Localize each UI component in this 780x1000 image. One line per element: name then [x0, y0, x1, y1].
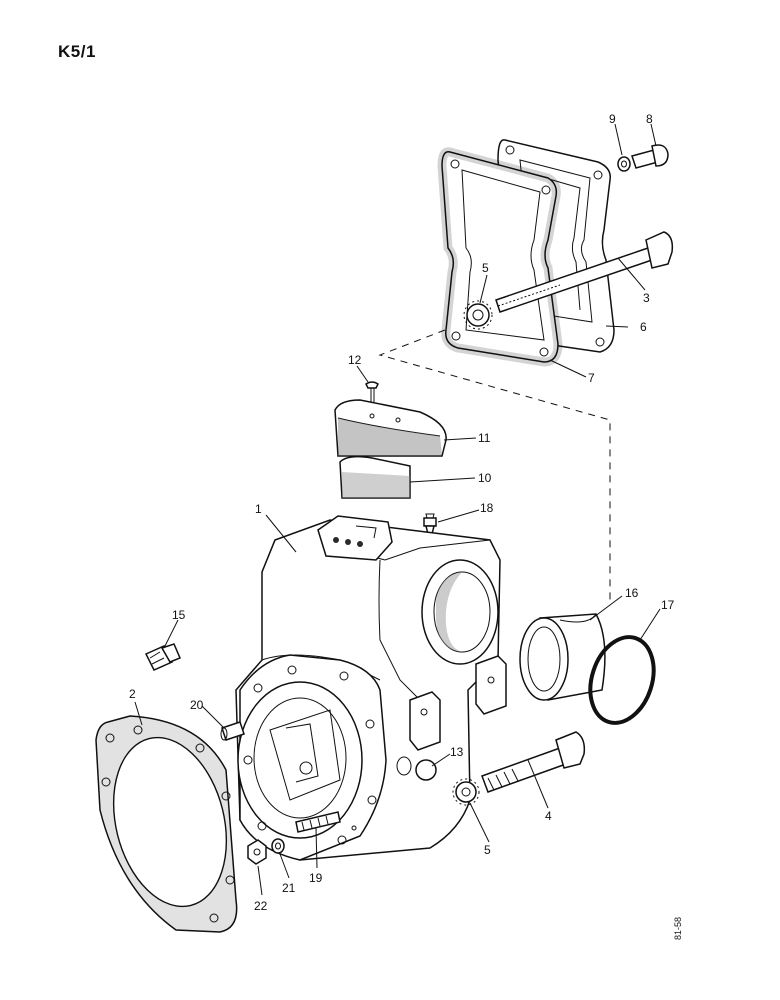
drawing-reference: 81-58 — [673, 916, 683, 940]
callout-2: 2 — [129, 687, 136, 701]
small-screw — [365, 381, 379, 402]
callout-9: 9 — [609, 112, 616, 126]
callout-4: 4 — [545, 809, 552, 823]
callout-5-top: 5 — [482, 261, 489, 275]
callout-3: 3 — [643, 291, 650, 305]
callout-16: 16 — [625, 586, 639, 600]
callout-21: 21 — [282, 881, 296, 895]
callout-6: 6 — [640, 320, 647, 334]
flange-gasket — [95, 715, 238, 933]
cam-block — [334, 399, 447, 457]
callout-11: 11 — [478, 431, 491, 445]
callout-18: 18 — [480, 501, 494, 515]
stud — [295, 811, 341, 833]
dowel-pin — [220, 721, 245, 741]
cam-segment — [339, 455, 411, 499]
leader-lines — [134, 123, 661, 896]
callout-1: 1 — [255, 502, 262, 516]
threaded-plug — [144, 643, 181, 671]
cover-gasket — [437, 147, 563, 367]
grease-nipple — [423, 513, 437, 535]
callout-10: 10 — [478, 471, 492, 485]
bush — [519, 613, 606, 701]
callout-19: 19 — [309, 871, 323, 885]
lock-washer-top — [463, 300, 493, 330]
callout-22: 22 — [254, 899, 268, 913]
callout-15: 15 — [172, 608, 186, 622]
long-bolt — [495, 231, 674, 313]
callout-13: 13 — [450, 745, 464, 759]
callout-20: 20 — [190, 698, 204, 712]
callout-7: 7 — [588, 371, 595, 385]
plain-washer — [271, 838, 285, 854]
o-ring — [588, 635, 656, 725]
callout-17: 17 — [661, 598, 675, 612]
page-code: K5/1 — [58, 42, 96, 61]
callout-5-bottom: 5 — [484, 843, 491, 857]
hex-nut — [247, 839, 267, 865]
cover-screw — [631, 144, 669, 169]
hex-bolt — [481, 731, 586, 793]
lock-washer-bottom — [452, 778, 480, 806]
callout-12: 12 — [348, 353, 362, 367]
pump-housing — [235, 515, 507, 861]
callout-labels: 1 2 3 4 5 5 6 7 8 9 10 11 12 13 15 16 17… — [129, 112, 675, 913]
callout-8: 8 — [646, 112, 653, 126]
screw-washer — [617, 156, 631, 172]
